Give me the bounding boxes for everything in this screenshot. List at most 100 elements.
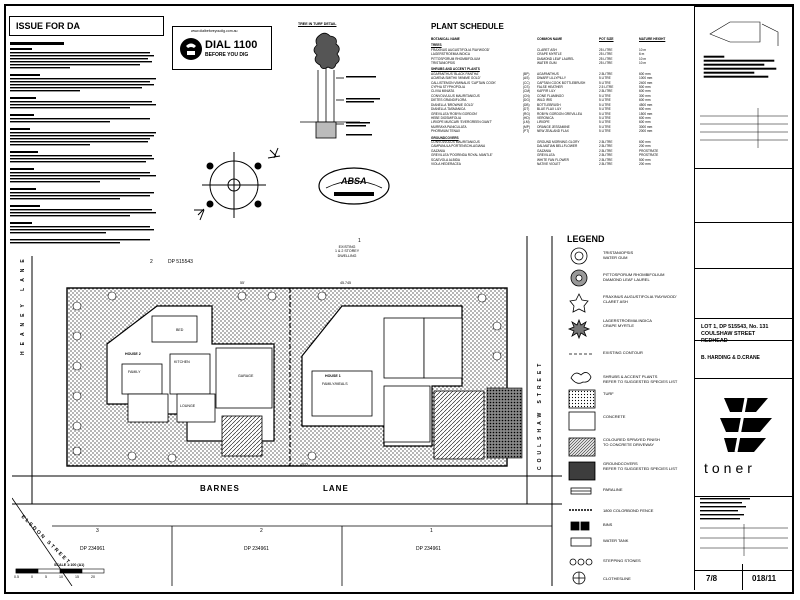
site-plan [12, 236, 562, 586]
legend-item-label: CLOTHESLINE [603, 576, 631, 581]
plant-schedule-cell: CAPTAIN COOK BOTTLEBRUSH [537, 80, 586, 85]
plant-schedule-row: ACMENA SMITHII 'MINIME GOLD'(AS)DWARF LI… [431, 76, 686, 80]
legend-item-label: LAGERSTROEMIA INDICA CRAPE MYRTLE [603, 318, 652, 328]
plant-schedule-cell: 600 mm [639, 115, 651, 120]
plant-schedule-cell: NATIVE VIOLET [537, 161, 561, 166]
plant-schedule-cell: 5 LITRE [599, 124, 611, 129]
plant-schedule-cell: ORANGE JESSAMINE [537, 124, 570, 129]
kitchen-label: KITCHEN [174, 360, 190, 364]
tree-detail-title: TREE IN TURF DETAIL [298, 22, 337, 26]
plant-schedule-cell: GROUND MORNING GLORY [537, 139, 580, 144]
plant-schedule-cell: 25 LITRE [599, 47, 613, 52]
dial-before-you-dig-logo: www.dialbeforeyoudig.com.au DIAL 1100 BE… [172, 26, 272, 70]
plant-schedule-cell: 5 LITRE [599, 76, 611, 81]
plant-schedule-cell: (DG) [523, 98, 530, 103]
tree-in-turf-detail [300, 32, 380, 139]
plant-schedule-cell: (BP) [523, 71, 530, 76]
plant-schedule-cell: 2.5LITRE [599, 89, 613, 94]
lot-top-right: 1 [358, 238, 361, 244]
plant-schedule-column-header [523, 37, 537, 41]
legend-item-label: PITTOSPORUM RHOMBIFOLIUM DIAMOND LEAF LA… [603, 272, 665, 282]
plant-schedule-cell: SCAEVOLA ALBIDA [431, 157, 461, 162]
plant-schedule-cell: 200 mm [639, 161, 651, 166]
plant-schedule-cell: BOTTLEBRUSH [537, 102, 561, 107]
plant-schedule-row: FRAXINUS AUGUSTIFOLIA 'RAYWOOD'CLARET AS… [431, 48, 686, 52]
plant-schedule-column-header: BOTANICAL NAME [431, 37, 460, 41]
barnes-lane-label: BARNES LANE [200, 484, 349, 493]
plant-schedule-row: GREVILLEA 'POORINDA ROYAL MANTLE'GREVILL… [431, 153, 686, 157]
plant-schedule-cell: AGAPANTHUS 'BLACK PANTHA' [431, 71, 479, 76]
plant-schedule-group-heading: GROUNDCOVERS [431, 135, 459, 140]
absa-logo [318, 167, 390, 205]
plant-schedule-cell: 5 LITRE [599, 129, 611, 134]
plant-schedule-cell: TRISTANIOPSIS [431, 61, 456, 66]
plant-schedule-cell: 3000 mm [639, 124, 653, 129]
plant-schedule-cell: 5 LITRE [599, 80, 611, 85]
lounge-label: LOUNGE [180, 404, 196, 408]
garage-label: GARAGE [238, 374, 254, 378]
legend-item-label: CONCRETE [603, 414, 626, 419]
bed-label: BED [176, 328, 184, 332]
plant-schedule-cell: 5 LITRE [599, 98, 611, 103]
plant-schedule-group-heading: SHRUBS AND ACCENT PLANTS [431, 67, 480, 72]
plant-schedule-cell: FRAXINUS AUGUSTIFOLIA 'RAYWOOD' [431, 47, 490, 52]
plant-schedule-cell: WATER GUM [537, 61, 557, 66]
plant-schedule-cell: 2.5LITRE [599, 71, 613, 76]
sheet-divider [742, 564, 743, 590]
phone-icon [180, 38, 202, 60]
plant-schedule-cell [523, 162, 537, 166]
legend-item-label: WATER TANK [603, 538, 629, 543]
plant-schedule-column-header: MATURE HEIGHT [639, 37, 666, 41]
plant-schedule-cell: DIAMOND LEAF LAUREL [537, 56, 575, 61]
plant-schedule-cell: 6 m [639, 52, 645, 57]
existing-dwelling-note: EXISTING 1 & 2 STOREY DWELLING [335, 245, 360, 258]
dim-4572: 4572 [300, 463, 308, 467]
client-name: B. HARDING & D.CRANE [701, 355, 760, 361]
plant-schedule-cell: 10 m [639, 61, 647, 66]
plant-schedule-cell: DWARF LILLYPILLY [537, 76, 566, 81]
legend-item-label: TURF [603, 391, 614, 396]
house-1-label: HOUSE 1 [325, 374, 341, 378]
plant-schedule-cell: 25 LITRE [599, 56, 613, 61]
plant-schedule-cell: 1500 mm [639, 111, 653, 116]
house-2-label: HOUSE 2 [125, 352, 141, 356]
plant-schedule-cell: GREVILLEA 'ROBYN GORDON' [431, 111, 478, 116]
plant-schedule-cell: DIANELLA 'BROWNIE GOLD' [431, 102, 474, 107]
family-meals-label: FAMILY/MEALS [322, 382, 348, 386]
plant-schedule-cell: 2.5LITRE [599, 148, 613, 153]
plant-schedule-cell: (CM) [523, 89, 531, 94]
plant-schedule-cell: (CN) [523, 93, 530, 98]
plant-schedule-cell: 25 LITRE [599, 61, 613, 66]
heaney-lane-label: HEANEY LANE [20, 253, 26, 355]
plant-schedule-row: GREVILLEA 'ROBYN GORDON'(RG)ROBYN GORDON… [431, 112, 686, 116]
plant-schedule-cell: 2400 mm [639, 80, 653, 85]
site-context-sketch [703, 21, 779, 78]
plant-schedule-cell: DIANELLA TASMANICA [431, 107, 466, 112]
plant-schedule-cell: 600 mm [639, 89, 651, 94]
plant-schedule-cell: 600 mm [639, 139, 651, 144]
plant-schedule-cell: (DT) [523, 107, 530, 112]
plant-schedule-cell: 10 m [639, 47, 647, 52]
plant-schedule-cell: HEBE DIOSMIFOLIA [431, 115, 462, 120]
plant-schedule-cell: (DB) [523, 102, 530, 107]
plant-schedule-cell: 25 LITRE [599, 52, 613, 57]
plant-schedule-cell: CONE FLAMINGO [537, 93, 564, 98]
plant-schedule-cell: VIOLA HEDERACEA [431, 161, 461, 166]
lot-bottom-1: 1 [430, 528, 433, 534]
job-number: 018/11 [752, 574, 777, 583]
plant-schedule-cell: 5 LITRE [599, 102, 611, 107]
plant-schedule-cell: PROSTRATE [639, 153, 659, 158]
plant-schedule-cell: 600 mm [639, 107, 651, 112]
